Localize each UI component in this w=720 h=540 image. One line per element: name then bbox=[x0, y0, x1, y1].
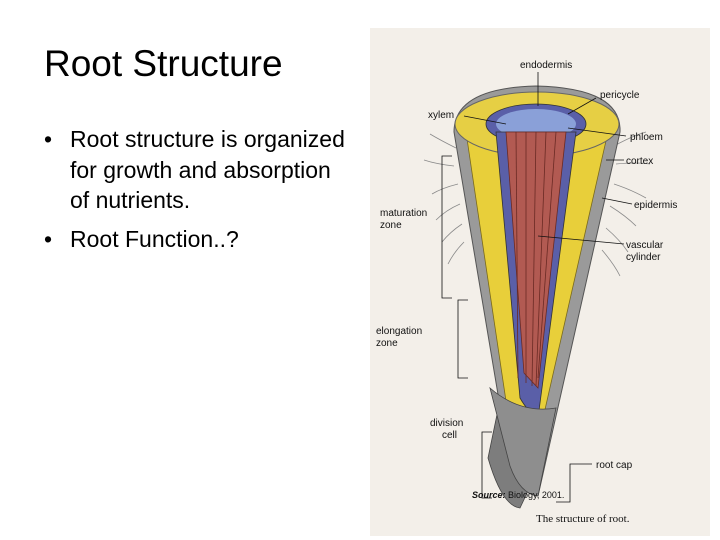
xylem-strands bbox=[505, 131, 567, 389]
label-maturation-zone-line1: maturation bbox=[380, 208, 427, 219]
label-division-cell-line1: division bbox=[430, 418, 463, 429]
slide-title: Root Structure bbox=[44, 43, 283, 84]
root-hairs bbox=[423, 131, 651, 277]
label-endodermis: endodermis bbox=[520, 60, 572, 71]
label-root-cap: root cap bbox=[596, 460, 633, 471]
label-vascular-cylinder-line1: vascular bbox=[626, 240, 664, 251]
bullet-dot-icon: • bbox=[44, 225, 53, 252]
label-pericycle: pericycle bbox=[600, 90, 640, 101]
pericycle-ring bbox=[496, 109, 576, 139]
leader-lines bbox=[441, 72, 633, 503]
source-text: Biology, 2001. bbox=[508, 490, 564, 500]
bullet-text: Root structure is organized for growth a… bbox=[70, 126, 345, 214]
bullet-item: • Root Function..? bbox=[44, 224, 354, 255]
figure-caption: The structure of root. bbox=[536, 513, 630, 525]
bullet-text: Root Function..? bbox=[70, 225, 239, 252]
label-elongation-zone-line2: zone bbox=[376, 338, 398, 349]
root-diagram: endodermis pericycle xylem phloem cortex… bbox=[370, 28, 710, 536]
bullet-item: • Root structure is organized for growth… bbox=[44, 124, 354, 216]
label-division-cell-line2: cell bbox=[442, 430, 457, 441]
bullet-list: • Root structure is organized for growth… bbox=[44, 124, 354, 262]
label-phloem: phloem bbox=[630, 132, 663, 143]
label-elongation-zone-line1: elongation bbox=[376, 326, 422, 337]
label-maturation-zone-line2: zone bbox=[380, 220, 402, 231]
label-cortex: cortex bbox=[626, 156, 653, 167]
label-epidermis: epidermis bbox=[634, 200, 677, 211]
division-zone-shape bbox=[489, 386, 557, 497]
bullet-dot-icon: • bbox=[44, 126, 53, 152]
root-structure-figure: endodermis pericycle xylem phloem cortex… bbox=[370, 28, 710, 536]
label-xylem: xylem bbox=[428, 110, 454, 121]
label-vascular-cylinder-line2: cylinder bbox=[626, 252, 661, 263]
source-label: Source: bbox=[472, 490, 506, 500]
